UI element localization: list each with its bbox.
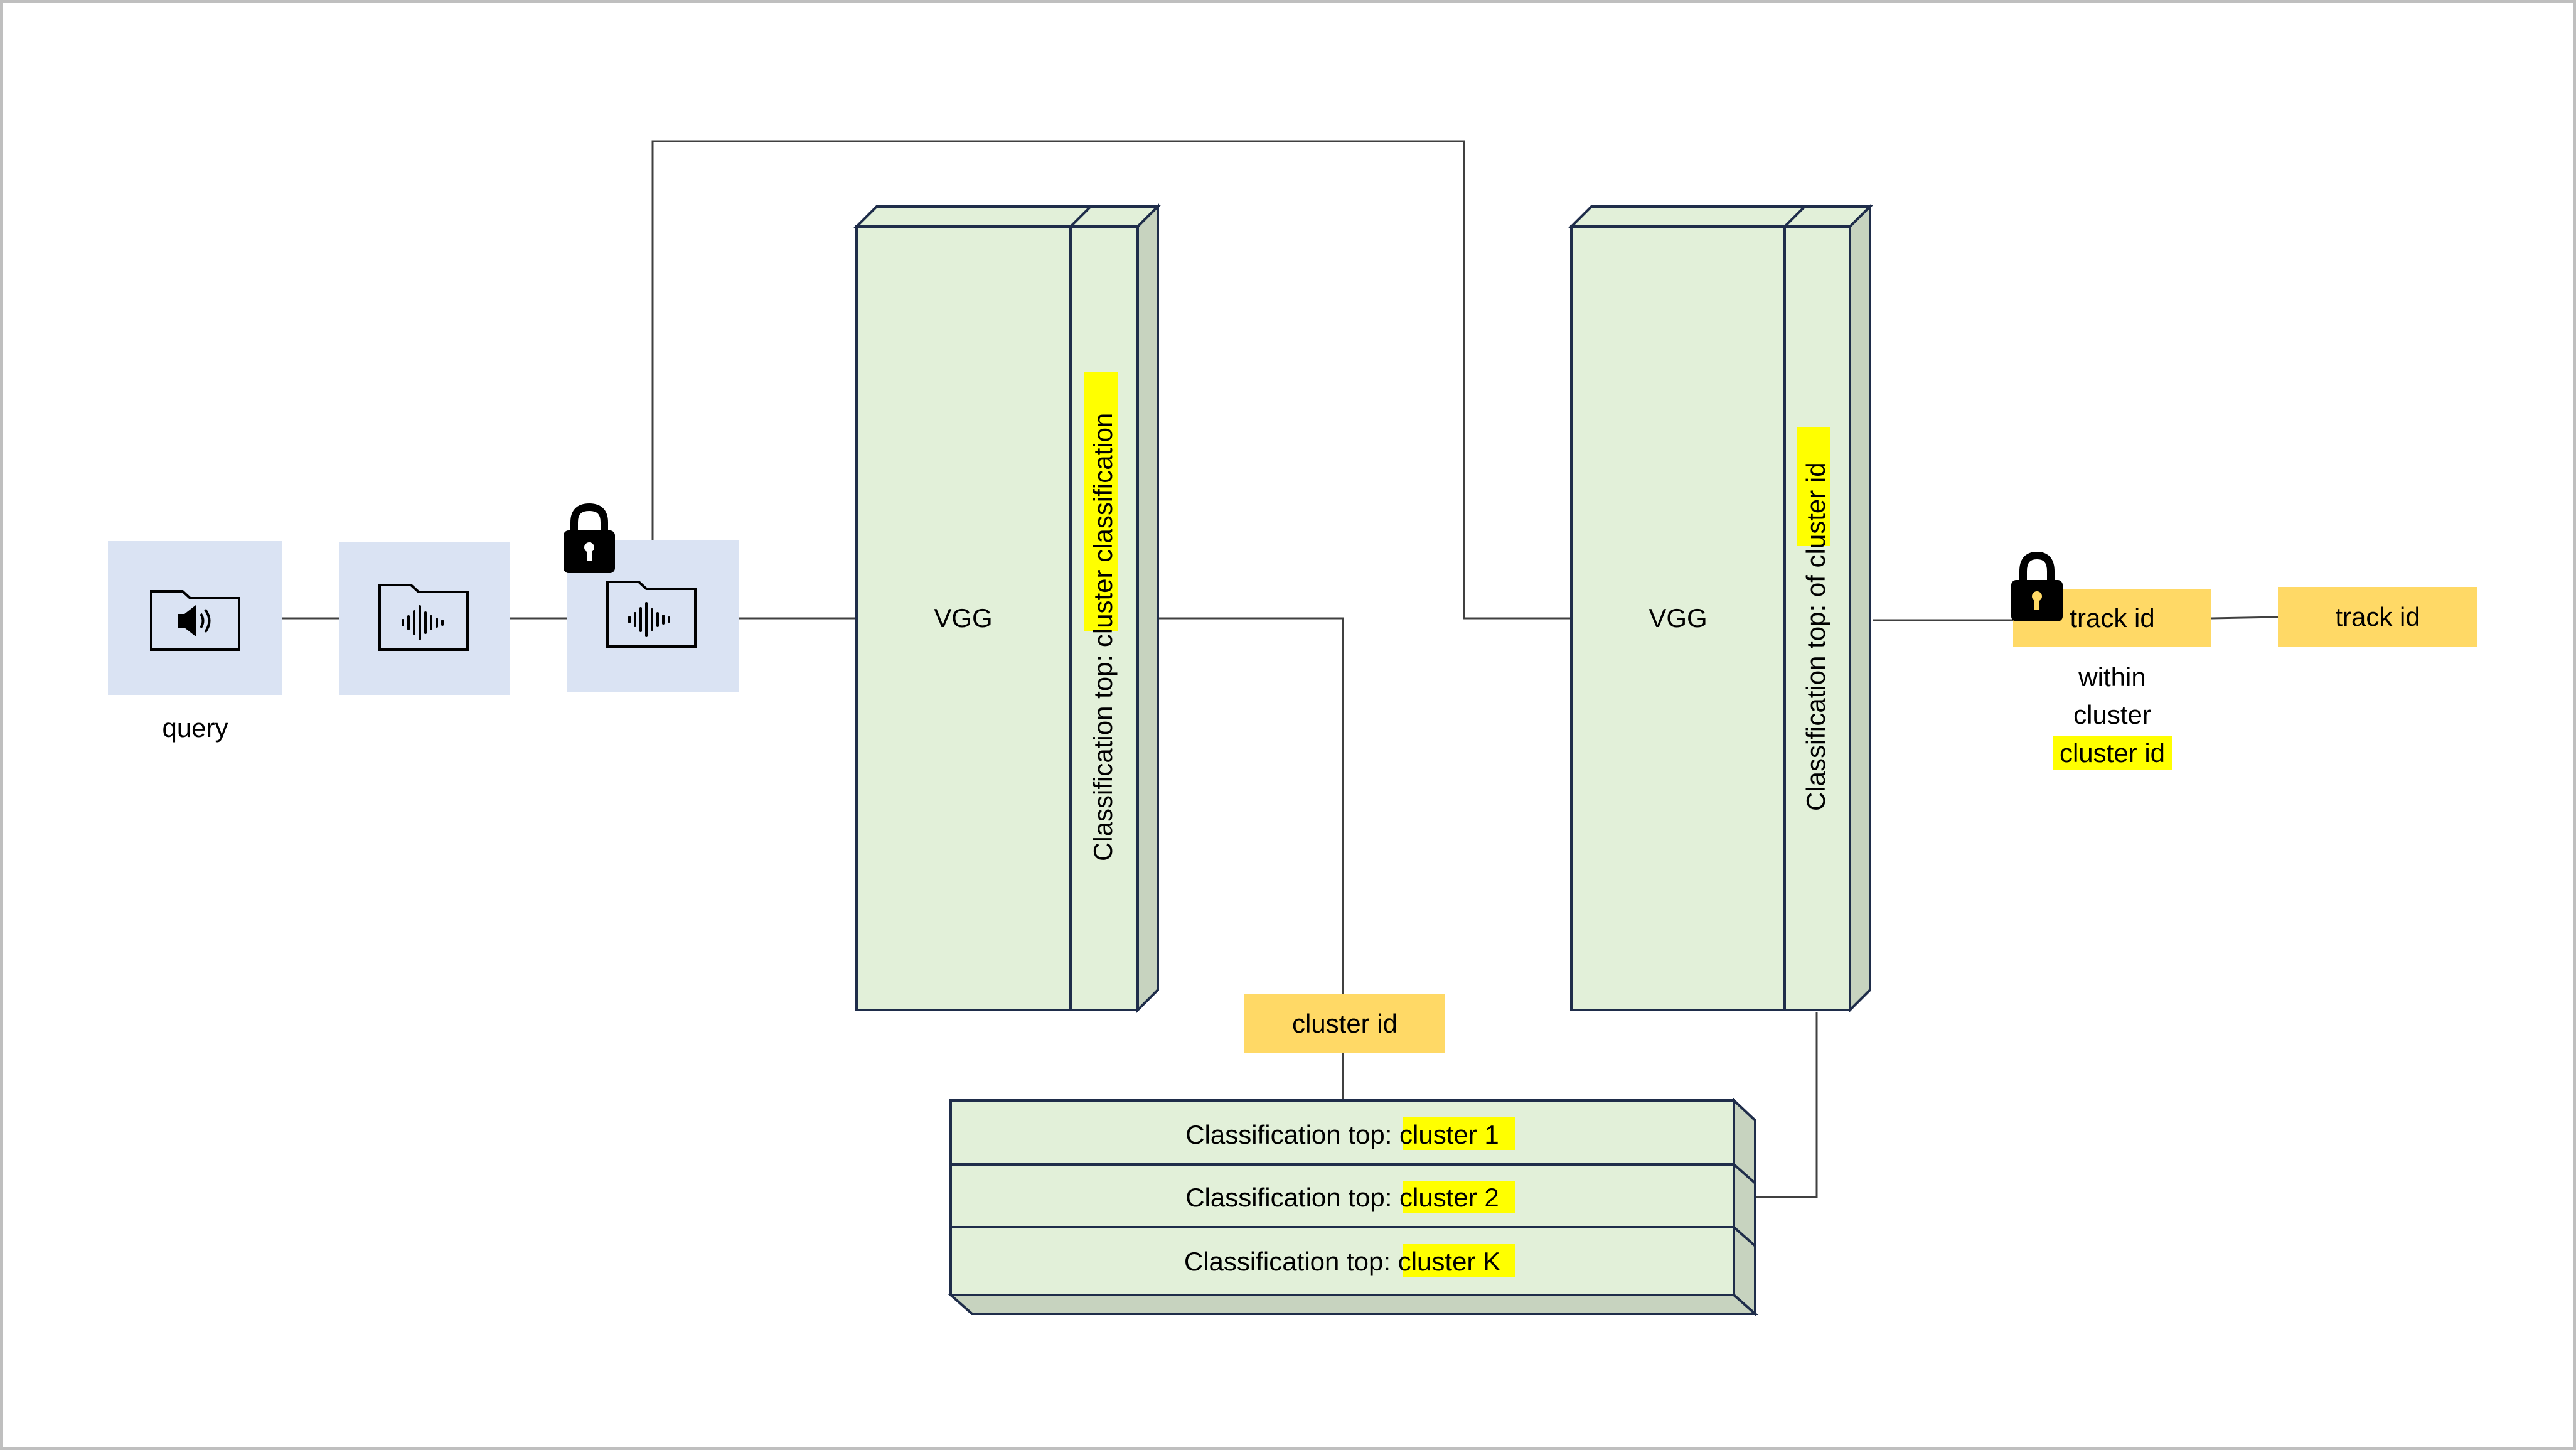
cluster-stack: Classification top: cluster 1 Classifica… [947, 1097, 1759, 1317]
vgg-right-body [1570, 225, 1786, 1011]
connectors [282, 140, 2279, 1198]
cluster-id-node: cluster id [1244, 994, 1445, 1053]
cluster-row: Classification top: cluster 1 [949, 1099, 1735, 1166]
cluster-row: Classification top: cluster 2 [949, 1163, 1735, 1228]
cluster-id-label: cluster id [1292, 1009, 1398, 1038]
vgg-left-classifier-label: Classification top: cluster classificati… [1088, 413, 1118, 861]
padlock-icon [564, 503, 615, 573]
track-id-final-node: track id [2278, 587, 2477, 647]
connector-vgg-right-to-stack [1734, 1012, 1818, 1198]
cluster-id-box [1244, 994, 1445, 1053]
folder-waveform-icon [378, 584, 469, 651]
folder-speaker-icon [150, 590, 240, 651]
cluster-label: cluster [2073, 700, 2151, 729]
query-label: query [162, 713, 228, 743]
cluster-row-label: Classification top: cluster 2 [1185, 1183, 1499, 1212]
audio-file-node [339, 542, 510, 695]
vgg-right-label: VGG [1649, 603, 1707, 633]
cluster-id-highlight-box [2053, 736, 2172, 770]
query-file-node: query [108, 541, 282, 743]
padlock-icon [2011, 551, 2063, 621]
cluster-row: Classification top: cluster K [949, 1226, 1735, 1296]
cluster-id-highlight-label: cluster id [2060, 738, 2165, 768]
vgg-right-block: VGG Classification top: of cluster id [1568, 203, 1873, 1013]
vgg-left-block: VGG Classification top: cluster classifi… [853, 203, 1161, 1013]
track-id-final-label: track id [2335, 602, 2420, 631]
vgg-left-body [855, 225, 1072, 1011]
vgg-right-classifier [1783, 225, 1851, 1011]
vgg-left-highlight [1084, 372, 1118, 631]
track-id-locked-label: track id [2070, 603, 2154, 633]
vgg-left-label: VGG [934, 603, 992, 633]
track-id-locked-node: track id within cluster cluster id [2011, 551, 2211, 770]
connector-vgg-left-to-cluster-id [1136, 617, 1344, 994]
within-label: within [2078, 662, 2146, 692]
connector-track-to-track [2211, 616, 2279, 620]
cluster-row-label: Classification top: cluster K [1184, 1247, 1500, 1276]
cluster-row-label: Classification top: cluster 1 [1185, 1120, 1499, 1149]
folder-waveform-icon [606, 581, 697, 648]
vgg-right-classifier-label: Classification top: of cluster id [1801, 462, 1830, 811]
vgg-right-highlight [1797, 427, 1830, 546]
connector-top-bypass [651, 140, 1571, 620]
track-id-final-box [2278, 587, 2477, 647]
locked-file-node [564, 503, 739, 692]
